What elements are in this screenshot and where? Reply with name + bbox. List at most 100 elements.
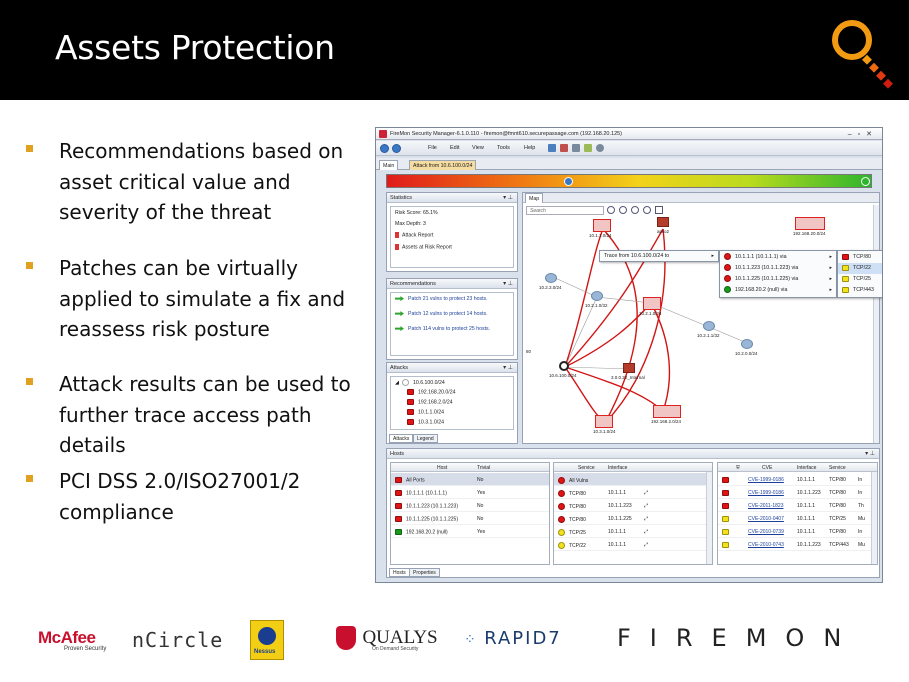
- attack-report-link[interactable]: Attack Report: [395, 232, 433, 238]
- recommendation-item[interactable]: Patch 21 vulns to protect 23 hosts.: [395, 296, 488, 302]
- assets-report-link[interactable]: Assets at Risk Report: [395, 244, 452, 250]
- via-menu-item[interactable]: 10.1.1.225 (10.1.1.225) via▸: [720, 274, 836, 285]
- port-menu-item[interactable]: TCP/25: [838, 274, 882, 285]
- grid-scrollbar[interactable]: [871, 472, 877, 564]
- statistics-panel: Statistics ▾ ⊥ Risk Score: 65.1% Max Dep…: [386, 192, 518, 272]
- risk-marker-target[interactable]: [861, 177, 870, 186]
- grid-scrollbar[interactable]: [706, 472, 712, 564]
- map-node[interactable]: [653, 405, 681, 418]
- column-header[interactable]: Service: [829, 465, 846, 471]
- trace-link-icon[interactable]: ⤢: [644, 516, 649, 522]
- tab-attack[interactable]: Attack from 10.6.100.0/24: [409, 160, 477, 170]
- source-node-icon[interactable]: [559, 361, 569, 371]
- toolbar-icon[interactable]: [572, 144, 580, 152]
- back-icon[interactable]: [380, 144, 389, 153]
- pin-icon[interactable]: ▾ ⊥: [865, 451, 875, 457]
- table-row[interactable]: 10.1.1.1 (10.1.1.1)Yes: [391, 486, 549, 499]
- via-menu-item[interactable]: 192.168.20.2 (null) via▸: [720, 285, 836, 296]
- tab-legend[interactable]: Legend: [413, 434, 438, 443]
- tab-attacks[interactable]: Attacks: [389, 434, 414, 443]
- cloud-icon[interactable]: [703, 321, 715, 331]
- toolbar-icon[interactable]: [584, 144, 592, 152]
- column-header[interactable]: Host: [437, 465, 448, 471]
- cloud-icon[interactable]: [591, 291, 603, 301]
- risk-marker-current[interactable]: [564, 177, 573, 186]
- forward-icon[interactable]: [392, 144, 401, 153]
- via-menu-item[interactable]: 10.1.1.1 (10.1.1.1) via▸: [720, 252, 836, 263]
- pin-icon[interactable]: ▾ ⊥: [503, 195, 513, 201]
- via-menu-item[interactable]: 10.1.1.223 (10.1.1.223) via▸: [720, 263, 836, 274]
- tab-properties[interactable]: Properties: [409, 568, 440, 577]
- port-menu-item[interactable]: TCP/80: [838, 252, 882, 263]
- menu-help[interactable]: Help: [524, 145, 536, 151]
- recommendations-panel: Recommendations ▾ ⊥ Patch 21 vulns to pr…: [386, 278, 518, 360]
- table-row[interactable]: 192.168.20.2 (null)Yes: [391, 525, 549, 538]
- tab-map[interactable]: Map: [525, 193, 544, 203]
- map-node[interactable]: [795, 217, 825, 230]
- toolbar-icon[interactable]: [560, 144, 568, 152]
- trace-link-icon[interactable]: ⤢: [644, 542, 649, 548]
- pin-icon[interactable]: ▾ ⊥: [503, 281, 513, 287]
- window-controls[interactable]: –▫✕: [847, 131, 878, 138]
- arrow-right-icon: [395, 311, 404, 317]
- tab-main[interactable]: Main: [379, 160, 399, 170]
- select-area-icon[interactable]: [655, 206, 663, 214]
- zoom-fit-icon[interactable]: [631, 206, 639, 214]
- trace-link-icon[interactable]: ⤢: [644, 503, 649, 509]
- map-node-label: 192.168.20.0/24: [793, 231, 826, 236]
- port-menu-item[interactable]: TCP/22: [838, 263, 882, 274]
- map-node[interactable]: [593, 219, 611, 232]
- tree-child[interactable]: 192.168.2.0/24: [407, 399, 453, 405]
- menu-view[interactable]: View: [472, 145, 484, 151]
- trace-menu-item[interactable]: Trace from 10.6.100.0/24 to▸: [604, 253, 714, 259]
- map-search-input[interactable]: Search: [526, 206, 604, 215]
- table-row[interactable]: All Vulns: [554, 473, 712, 486]
- zoom-reset-icon[interactable]: [643, 206, 651, 214]
- table-row[interactable]: 10.1.1.225 (10.1.1.225)No: [391, 512, 549, 525]
- column-header[interactable]: CVE: [762, 465, 773, 471]
- tree-child[interactable]: 192.168.20.0/24: [407, 389, 456, 395]
- recommendation-item[interactable]: Patch 12 vulns to protect 14 hosts.: [395, 311, 488, 317]
- column-header[interactable]: Interface: [797, 465, 817, 471]
- tree-child[interactable]: 10.1.1.0/24: [407, 409, 444, 415]
- map-scrollbar[interactable]: [873, 205, 879, 443]
- trace-link-icon[interactable]: ⤢: [644, 529, 649, 535]
- trace-link-icon[interactable]: ⤢: [644, 490, 649, 496]
- table-row[interactable]: 10.1.1.223 (10.1.1.223)No: [391, 499, 549, 512]
- column-header[interactable]: Service: [578, 465, 595, 471]
- recommendation-item[interactable]: Patch 114 vulns to protect 25 hosts.: [395, 326, 490, 332]
- menu-tools[interactable]: Tools: [497, 145, 510, 151]
- cloud-icon[interactable]: [741, 339, 753, 349]
- firewall-icon[interactable]: [657, 217, 669, 227]
- map-node[interactable]: [643, 297, 661, 310]
- menu-edit[interactable]: Edit: [450, 145, 460, 151]
- tab-hosts[interactable]: Hosts: [389, 568, 410, 577]
- column-header[interactable]: Interface: [608, 465, 628, 471]
- toolbar-icon[interactable]: [548, 144, 556, 152]
- firewall-icon[interactable]: [623, 363, 635, 373]
- pin-icon[interactable]: ▾ ⊥: [503, 365, 513, 371]
- column-header[interactable]: Trivial: [477, 465, 491, 471]
- grid-header: Host Trivial: [391, 463, 549, 472]
- tree-child[interactable]: 10.3.1.0/24: [407, 419, 444, 425]
- toolbar-icon[interactable]: [596, 144, 604, 152]
- cloud-icon[interactable]: [545, 273, 557, 283]
- zoom-out-icon[interactable]: [619, 206, 627, 214]
- port-menu-item[interactable]: TCP/443: [838, 285, 882, 296]
- tree-root[interactable]: ◢10.6.100.0/24: [395, 379, 445, 386]
- zoom-in-icon[interactable]: [607, 206, 615, 214]
- map-node[interactable]: [595, 415, 613, 428]
- menu-file[interactable]: File: [428, 145, 437, 151]
